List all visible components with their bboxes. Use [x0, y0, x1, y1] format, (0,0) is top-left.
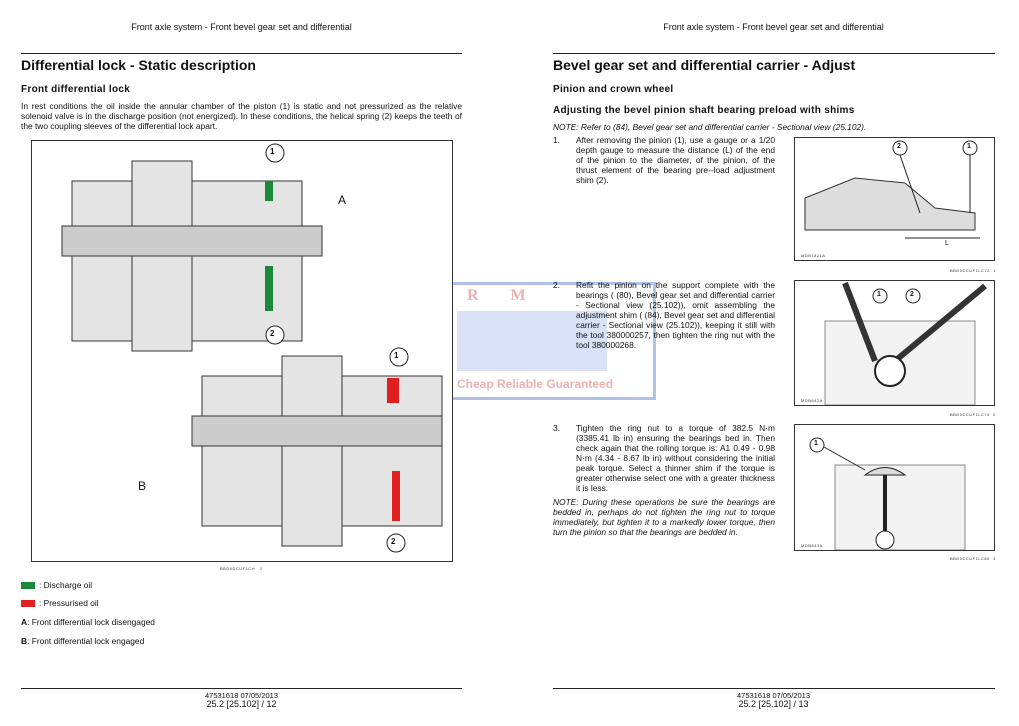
legend-b: B : Front differential lock engaged: [21, 636, 145, 646]
footer-rule: [21, 688, 462, 689]
legend-pressurised-oil: : Pressurised oil: [21, 598, 99, 608]
right-page-title: Bevel gear set and differential carrier …: [553, 57, 856, 73]
step-1: 1.After removing the pinion (1), use a g…: [553, 135, 775, 185]
figure-caption: BBD0DCUF1LC72 1: [950, 268, 996, 273]
callout-2: 2: [270, 329, 275, 338]
header-rule: [553, 53, 995, 54]
note-bedding: NOTE: During these operations be sure th…: [553, 497, 775, 537]
callout-1: 1: [877, 291, 881, 298]
figure-caption: BBD0DCUF1CH 1: [220, 566, 263, 571]
ring-nut-figure: 1 2 MDB842A: [794, 280, 995, 406]
left-subtitle: Front differential lock: [21, 84, 131, 95]
callout-1: 1: [270, 147, 275, 156]
right-section-heading: Adjusting the bevel pinion shaft bearing…: [553, 105, 855, 116]
callout-1: 1: [814, 440, 818, 447]
step-3: 3.Tighten the ring nut to a torque of 38…: [553, 423, 775, 493]
red-swatch: [21, 599, 35, 607]
ring-nut-drawing: [824, 281, 987, 406]
left-paragraph: In rest conditions the oil inside the an…: [21, 101, 462, 131]
callout-1: 1: [967, 143, 971, 150]
watermark-logo-text: R M: [467, 287, 540, 304]
right-page-header: Front axle system - Front bevel gear set…: [663, 22, 884, 32]
differential-lock-figure: 1 2 1 2 A B: [31, 140, 453, 562]
green-swatch: [21, 581, 35, 589]
watermark-tagline: Cheap Reliable Guaranteed: [457, 377, 614, 391]
pinion-section-drawing: [804, 140, 980, 239]
callout-2: 2: [897, 143, 901, 150]
footer-rule: [553, 688, 995, 689]
callout-1: 1: [394, 351, 399, 360]
torque-check-figure: 1 MDB843A: [794, 424, 995, 551]
label-a: A: [338, 193, 347, 207]
step-2: 2.Refit the pinion on the support comple…: [553, 280, 775, 350]
differential-cross-section-drawing: [61, 143, 443, 553]
callout-2: 2: [910, 291, 914, 298]
figure-caption: BBD0DCUF1LC74 2: [950, 412, 996, 417]
figure-code: MDB843A: [801, 543, 823, 548]
watermark-book-icon: [457, 311, 607, 371]
label-b: B: [138, 479, 147, 493]
right-subtitle: Pinion and crown wheel: [553, 84, 674, 95]
left-page-title: Differential lock - Static description: [21, 57, 256, 73]
dimension-l: L: [945, 240, 949, 247]
header-rule: [21, 53, 462, 54]
figure-caption: BBD0DCUF1LC80 3: [950, 556, 996, 561]
figure-code: MDB842A: [801, 398, 823, 403]
torque-wrench-drawing: [809, 437, 966, 551]
callout-2: 2: [391, 537, 396, 546]
pinion-measure-figure: 2 1 L MDB1821A: [794, 137, 995, 261]
legend-a: A : Front differential lock disengaged: [21, 617, 155, 627]
left-page-header: Front axle system - Front bevel gear set…: [131, 22, 352, 32]
legend-discharge-oil: : Discharge oil: [21, 580, 92, 590]
note-refer: NOTE: Refer to (84), Bevel gear set and …: [553, 122, 867, 132]
figure-code: MDB1821A: [801, 253, 826, 258]
